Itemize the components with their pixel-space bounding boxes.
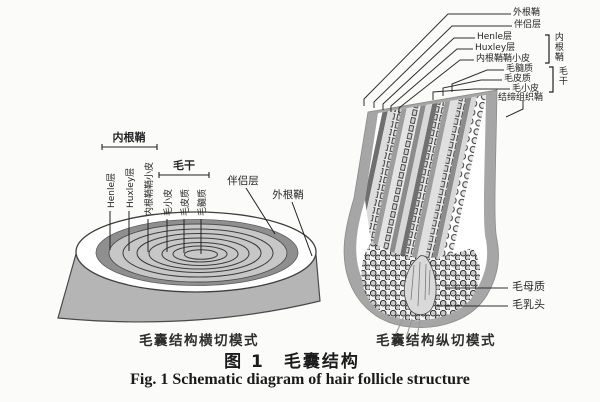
papilla-streaks <box>410 261 431 307</box>
ring-hair-cortex <box>172 245 228 263</box>
hair-cortex-label: 毛皮质 <box>179 189 191 216</box>
hair-cuticle-label-right: 毛小皮 <box>512 83 540 94</box>
irs-cuticle-label-right: 内根鞘鞘小皮 <box>476 54 531 64</box>
dermal-papilla-shape <box>404 255 437 316</box>
irs-cuticle-label: 内根鞘鞘小皮 <box>143 162 155 216</box>
inner-root-sheath-group-label-right: 内根鞘 <box>552 32 563 62</box>
ring-hair-cuticle <box>161 242 239 266</box>
cross-section-diagram: Henle层 Huxley层 内根鞘鞘小皮 毛小皮 毛皮质 毛髓质 内根鞘 毛干… <box>57 130 321 323</box>
hair-shaft-group-label: 毛干 <box>173 158 195 172</box>
papilla-stalk-streaks <box>394 315 421 339</box>
longitudinal-section-caption: 毛囊结构纵切模式 <box>376 333 496 349</box>
ring-henle <box>122 228 274 278</box>
companion-layer-label-right: 伴侣层 <box>514 20 542 30</box>
huxley-layer-label: Huxley层 <box>125 168 136 208</box>
hair-matrix-label: 毛母质 <box>512 280 545 293</box>
right-leader-lines <box>363 13 524 307</box>
figure-title-zh: 图 1 毛囊结构 <box>224 352 360 372</box>
ring-inner-root-sheath <box>108 223 288 283</box>
henle-layer-label: Henle层 <box>106 173 117 208</box>
longitudinal-section-diagram <box>343 13 554 339</box>
hair-cortex-label-right: 毛皮质 <box>504 74 532 84</box>
companion-layer-label: 伴侣层 <box>227 174 259 187</box>
dermal-papilla-label: 毛乳头 <box>512 298 545 311</box>
hair-medulla-label: 毛髓质 <box>196 189 208 216</box>
hair-shaft-bracket-right <box>549 66 554 93</box>
cross-section-caption: 毛囊结构横切模式 <box>139 333 259 349</box>
left-leader-lines <box>109 187 313 257</box>
hair-medulla-label-right: 毛髓质 <box>506 64 534 74</box>
hair-shaft-bracket <box>158 172 210 178</box>
outer-root-sheath-label-right: 外根鞘 <box>513 8 541 18</box>
figure-title-en: Fig. 1 Schematic diagram of hair follicl… <box>130 371 470 388</box>
connective-tissue-sheath-label: 结缔组织鞘 <box>498 93 544 103</box>
inner-root-sheath-bracket-right <box>545 34 550 64</box>
outer-root-sheath-label: 外根鞘 <box>272 188 304 201</box>
inner-root-sheath-bracket <box>101 144 158 150</box>
henle-layer-label-right: Henle层 <box>477 32 513 42</box>
inner-root-sheath-group-label: 内根鞘 <box>113 130 146 144</box>
ring-irs-cuticle <box>148 237 250 270</box>
huxley-layer-label-right: Huxley层 <box>475 43 516 53</box>
hair-shaft-group-label-right: 毛干 <box>556 66 567 86</box>
ring-huxley <box>136 233 262 273</box>
hair-cuticle-label: 毛小皮 <box>162 189 174 216</box>
